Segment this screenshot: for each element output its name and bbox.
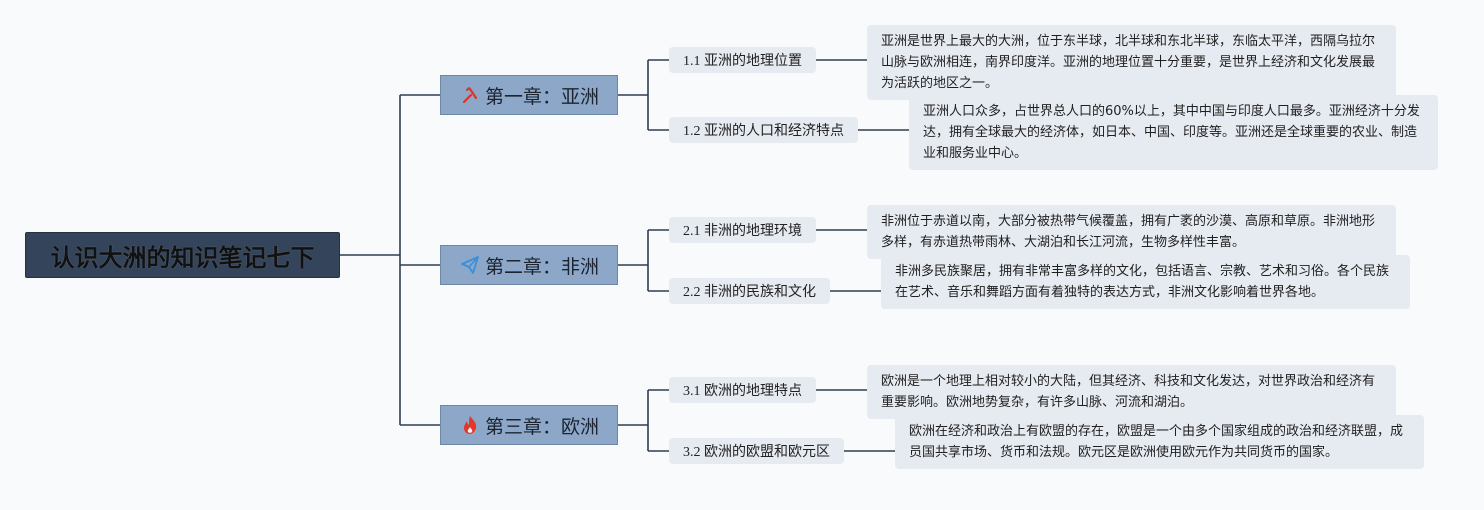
note-2-2[interactable]: 非洲多民族聚居，拥有非常丰富多样的文化，包括语言、宗教、艺术和习俗。各个民族在艺… — [881, 255, 1410, 309]
chapter-node-africa[interactable]: 第二章：非洲 — [440, 245, 618, 285]
fire-icon — [459, 414, 481, 436]
topic-label: 1.2 亚洲的人口和经济特点 — [683, 124, 844, 139]
topic-node-1-2[interactable]: 1.2 亚洲的人口和经济特点 — [669, 117, 858, 143]
chapter-node-europe[interactable]: 第三章：欧洲 — [440, 405, 618, 445]
topic-node-2-1[interactable]: 2.1 非洲的地理环境 — [669, 217, 816, 243]
tools-icon — [459, 84, 481, 106]
note-text: 非洲位于赤道以南，大部分被热带气候覆盖，拥有广袤的沙漠、高原和草原。非洲地形多样… — [881, 214, 1376, 250]
root-node[interactable]: 认识大洲的知识笔记七下 — [25, 232, 340, 278]
topic-node-2-2[interactable]: 2.2 非洲的民族和文化 — [669, 278, 830, 304]
topic-node-3-1[interactable]: 3.1 欧洲的地理特点 — [669, 377, 816, 403]
topic-label: 2.2 非洲的民族和文化 — [683, 285, 816, 300]
note-3-1[interactable]: 欧洲是一个地理上相对较小的大陆，但其经济、科技和文化发达，对世界政治和经济有重要… — [867, 365, 1396, 419]
topic-label: 3.1 欧洲的地理特点 — [683, 384, 802, 399]
note-text: 亚洲是世界上最大的大洲，位于东半球，北半球和东北半球，东临太平洋，西隔乌拉尔山脉… — [881, 34, 1376, 91]
chapter-node-asia[interactable]: 第一章：亚洲 — [440, 75, 618, 115]
note-text: 非洲多民族聚居，拥有非常丰富多样的文化，包括语言、宗教、艺术和习俗。各个民族在艺… — [895, 264, 1390, 300]
root-title: 认识大洲的知识笔记七下 — [50, 243, 315, 272]
note-1-2[interactable]: 亚洲人口众多，占世界总人口的60%以上，其中中国与印度人口最多。亚洲经济十分发达… — [909, 95, 1438, 170]
chapter-title: 第一章：亚洲 — [484, 85, 599, 108]
note-text: 欧洲是一个地理上相对较小的大陆，但其经济、科技和文化发达，对世界政治和经济有重要… — [881, 374, 1376, 410]
topic-node-1-1[interactable]: 1.1 亚洲的地理位置 — [669, 47, 816, 73]
note-text: 亚洲人口众多，占世界总人口的60%以上，其中中国与印度人口最多。亚洲经济十分发达… — [923, 104, 1420, 161]
note-3-2[interactable]: 欧洲在经济和政治上有欧盟的存在，欧盟是一个由多个国家组成的政治和经济联盟，成员国… — [895, 415, 1424, 469]
paper-plane-icon — [459, 254, 481, 276]
note-1-1[interactable]: 亚洲是世界上最大的大洲，位于东半球，北半球和东北半球，东临太平洋，西隔乌拉尔山脉… — [867, 25, 1396, 100]
topic-label: 3.2 欧洲的欧盟和欧元区 — [683, 445, 830, 460]
topic-label: 1.1 亚洲的地理位置 — [683, 54, 802, 69]
chapter-title: 第三章：欧洲 — [484, 415, 599, 438]
topic-label: 2.1 非洲的地理环境 — [683, 224, 802, 239]
note-text: 欧洲在经济和政治上有欧盟的存在，欧盟是一个由多个国家组成的政治和经济联盟，成员国… — [909, 424, 1404, 460]
topic-node-3-2[interactable]: 3.2 欧洲的欧盟和欧元区 — [669, 438, 844, 464]
chapter-title: 第二章：非洲 — [484, 255, 599, 278]
note-2-1[interactable]: 非洲位于赤道以南，大部分被热带气候覆盖，拥有广袤的沙漠、高原和草原。非洲地形多样… — [867, 205, 1396, 259]
